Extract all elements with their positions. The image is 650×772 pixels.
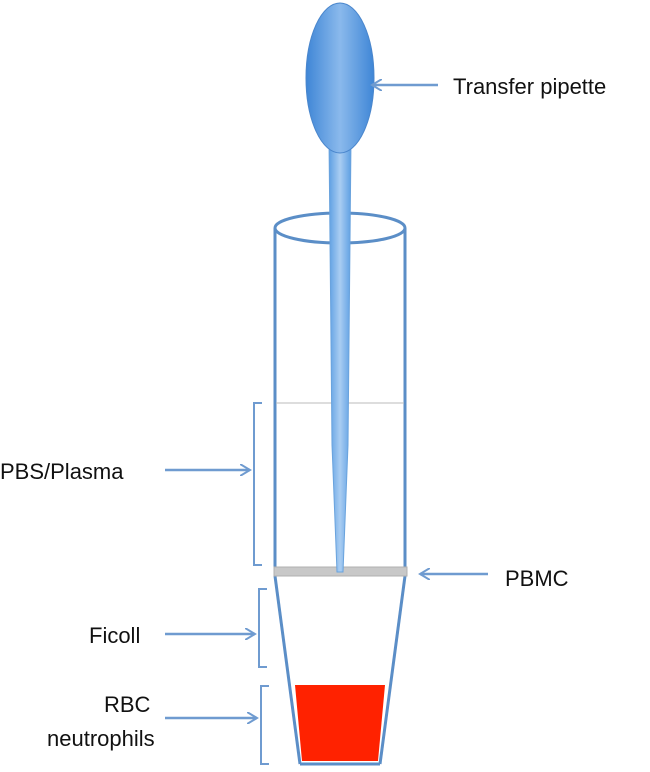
cone-left-wall (273, 575, 302, 765)
pipette-bulb (305, 2, 375, 154)
cone-right-wall (378, 575, 407, 765)
plasma-label: PBS/Plasma (0, 459, 124, 484)
rbc-layer (295, 685, 385, 761)
pbmc-label: PBMC (505, 566, 569, 591)
ficoll-bracket (258, 588, 267, 668)
rbc-label-line2: neutrophils (47, 726, 155, 751)
rbc-label-line1: RBC (104, 692, 151, 717)
ficoll-label: Ficoll (89, 623, 140, 648)
centrifuge-tube (273, 211, 407, 766)
pipette-stem (328, 139, 352, 573)
rbc-bracket (260, 685, 269, 765)
plasma-bracket (253, 402, 262, 566)
transfer-pipette (305, 2, 375, 573)
pipette-label: Transfer pipette (453, 74, 606, 99)
